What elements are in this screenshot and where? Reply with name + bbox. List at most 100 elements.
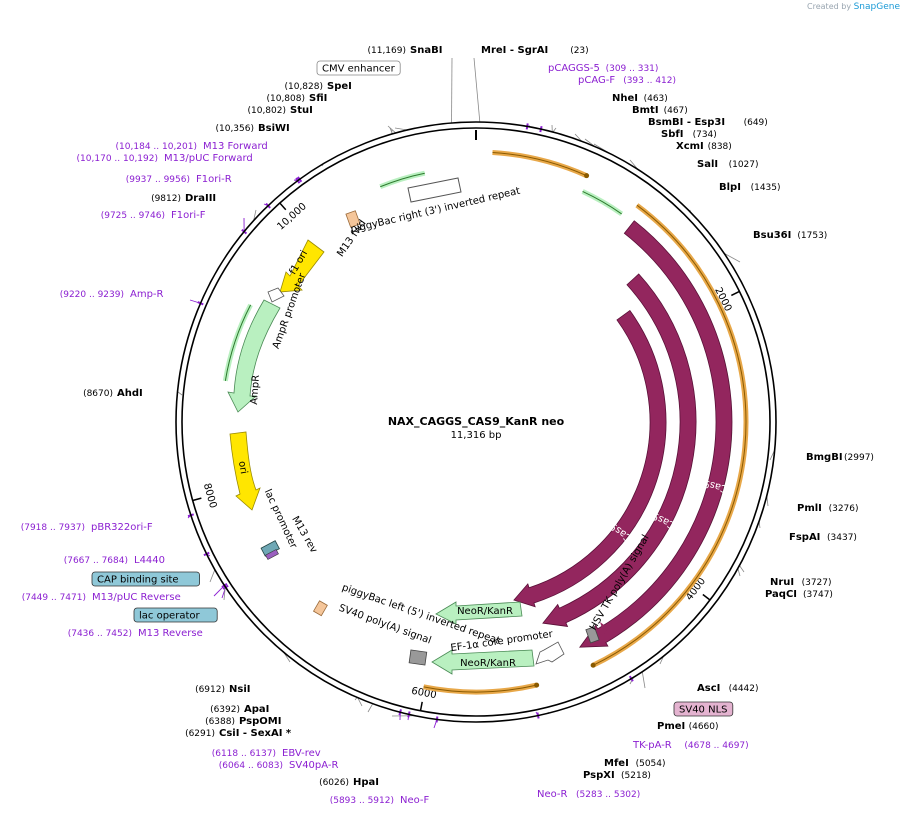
primer-name: L4440 (134, 555, 165, 566)
enzyme-name: BlpI (719, 182, 741, 193)
primer-name: M13 Forward (203, 141, 268, 152)
enzyme-position: (734) (693, 130, 717, 140)
enzyme-label[interactable]: MreI - SgrAI(23) (481, 45, 589, 56)
enzyme-name: PaqCI (765, 589, 797, 600)
primer-label[interactable]: pCAGGS-5(309 .. 331) (548, 63, 658, 74)
sv40-nls-shape[interactable] (600, 622, 608, 634)
orf-neor-bottom-head (534, 682, 540, 688)
orf-cas9-outer-head (590, 662, 596, 668)
orf-cmv[interactable] (492, 150, 588, 178)
enzyme-label[interactable]: BlpI(1435) (719, 182, 781, 193)
hsv-tk-polya-shape[interactable] (585, 626, 600, 644)
sv40-polya-shape[interactable] (408, 649, 428, 666)
primer-position: (10,170 .. 10,192) (77, 154, 158, 164)
enzyme-label[interactable]: (6291)CsiI - SexAI * (185, 728, 292, 739)
green-arc-1[interactable] (581, 189, 624, 216)
box-leader (641, 671, 646, 689)
enzyme-label[interactable]: NruI(3727) (770, 577, 832, 588)
enzyme-label[interactable]: BmtI(467) (632, 105, 688, 116)
enzyme-label[interactable]: (6388)PspOMI (205, 716, 281, 727)
enzyme-label[interactable]: BsmBI - Esp3I(649) (648, 117, 768, 128)
enzyme-label[interactable]: (9812)DraIII (151, 193, 216, 204)
primer-name: pCAG-F (578, 75, 615, 86)
enzyme-label[interactable]: (8670)AhdI (83, 388, 143, 399)
primer-label[interactable]: pCAG-F(393 .. 412) (578, 75, 676, 86)
ampr-shape[interactable] (227, 299, 281, 413)
primer-label[interactable]: (7436 .. 7452)M13 Reverse (68, 628, 203, 639)
primer-label[interactable]: (7449 .. 7471)M13/pUC Reverse (22, 592, 181, 603)
ori-shape[interactable] (229, 431, 261, 511)
enzyme-label[interactable]: PaqCI (3747) (765, 589, 833, 600)
primer-label[interactable]: Neo-R(5283 .. 5302) (537, 789, 640, 800)
m13-fwd-shape[interactable] (345, 210, 361, 228)
green-arc-5[interactable] (379, 170, 426, 190)
primer-label[interactable]: (10,170 .. 10,192)M13/pUC Forward (77, 153, 253, 164)
enzyme-label[interactable]: SbfI (734) (661, 129, 717, 140)
enzyme-label[interactable]: PspXI(5218) (583, 770, 651, 781)
enzyme-label[interactable]: (10,828)SpeI (284, 81, 351, 92)
enzyme-label[interactable]: (11,169)SnaBI (367, 45, 442, 56)
enzyme-name: SfiI (309, 93, 327, 104)
cas9-arc-inner[interactable] (513, 309, 667, 608)
primer-label[interactable]: (10,184 .. 10,201)M13 Forward (116, 141, 268, 152)
enzyme-label[interactable]: (6912)NsiI (195, 684, 250, 695)
enzyme-position: (1753) (797, 231, 827, 241)
feature-box-label: CAP binding site (97, 575, 179, 586)
neor-kanr-shape-2[interactable] (431, 649, 535, 675)
primer-label[interactable]: (9220 .. 9239)Amp-R (60, 289, 164, 300)
boxed-feature[interactable]: lac operator (133, 607, 218, 623)
enzyme-label[interactable]: PmeI(4660) (657, 721, 719, 732)
cas9-arc-outer[interactable] (579, 220, 733, 648)
ef1a-promoter-shape[interactable] (535, 641, 565, 665)
enzyme-label[interactable]: (6392)ApaI (210, 704, 269, 715)
neor-kanr-shape-1[interactable] (435, 601, 523, 625)
m13-rev-shape[interactable] (265, 549, 279, 560)
enzyme-label[interactable]: PmlI(3276) (797, 503, 859, 514)
tick-mark (702, 593, 711, 601)
ampr-promoter-shape[interactable] (267, 287, 285, 303)
enzyme-label[interactable]: SalI(1027) (697, 159, 759, 170)
primer-label[interactable]: (6118 .. 6137)EBV-rev (212, 748, 321, 759)
primer-label[interactable]: (7667 .. 7684)L4440 (64, 555, 165, 566)
feature-box-label: SV40 NLS (679, 705, 728, 716)
enzyme-label[interactable]: BmgBI(2997) (806, 452, 874, 463)
primer-label[interactable]: (7918 .. 7937)pBR322ori-F (21, 522, 153, 533)
enzyme-name: SbfI (661, 129, 683, 140)
enzyme-label[interactable]: (10,802)StuI (247, 105, 312, 116)
piggybac-right-shape[interactable] (407, 177, 462, 203)
enzyme-position: (6392) (210, 705, 240, 715)
enzyme-position: (649) (744, 118, 768, 128)
primer-name: Neo-R (537, 789, 568, 800)
enzyme-name: NheI (612, 93, 638, 104)
enzyme-label[interactable]: (10,356)BsiWI (215, 123, 289, 134)
ampr-label: AmpR (249, 374, 262, 405)
f1-ori-shape[interactable] (279, 239, 325, 293)
boxed-feature[interactable]: SV40 NLS (673, 701, 734, 717)
cas9-arc-mid[interactable] (542, 273, 697, 627)
green-arc-1-core (582, 190, 622, 215)
enzyme-label[interactable]: Bsu36I(1753) (753, 230, 827, 241)
enzyme-label[interactable]: (6026)HpaI (319, 777, 379, 788)
enzyme-leader (177, 391, 183, 396)
primer-label[interactable]: (9937 .. 9956)F1ori-R (126, 174, 232, 185)
enzyme-label[interactable]: AscI(4442) (697, 683, 759, 694)
enzyme-label[interactable]: FspAI(3437) (789, 532, 857, 543)
enzyme-name: PspOMI (239, 716, 281, 727)
enzyme-name: HpaI (353, 777, 379, 788)
enzyme-label[interactable]: (10,808)SfiI (266, 93, 327, 104)
enzyme-position: (3747) (803, 590, 833, 600)
boxed-feature[interactable]: CAP binding site (91, 571, 200, 587)
piggybac-left-shape[interactable] (312, 600, 328, 617)
primer-label[interactable]: (9725 .. 9746)F1ori-F (101, 210, 206, 221)
primer-label[interactable]: (6064 .. 6083)SV40pA-R (219, 760, 339, 771)
primer-label[interactable]: (5893 .. 5912)Neo-F (330, 795, 430, 806)
enzyme-label[interactable]: XcmI(838) (676, 141, 732, 152)
primer-label[interactable]: TK-pA-R(4678 .. 4697) (632, 740, 749, 751)
enzyme-name: NruI (770, 577, 794, 588)
enzyme-label[interactable]: NheI(463) (612, 93, 668, 104)
enzyme-name: BsiWI (258, 123, 290, 134)
enzyme-label[interactable]: MfeI(5054) (604, 758, 666, 769)
boxed-feature[interactable]: CMV enhancer (316, 60, 401, 76)
primer-name: TK-pA-R (632, 740, 672, 751)
